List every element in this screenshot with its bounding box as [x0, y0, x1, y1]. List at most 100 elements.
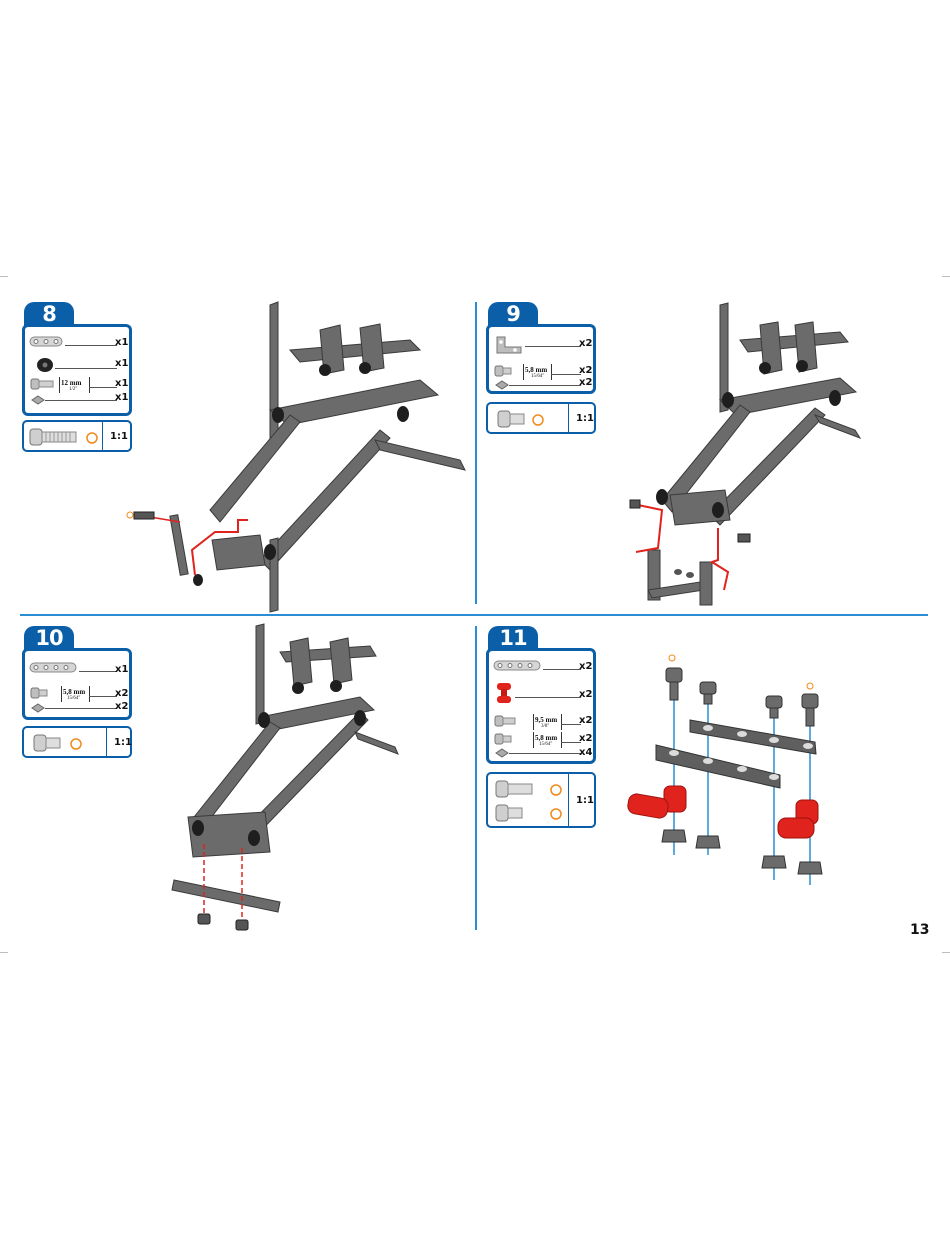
crop-mark: [0, 952, 8, 953]
screw-size: 12 mm: [61, 379, 81, 387]
scale-reference: 1:1: [22, 420, 132, 452]
leader-line: [515, 697, 581, 698]
callout-marker-icon: [550, 808, 562, 820]
screw-icon: [495, 365, 517, 377]
part-qty: x2: [579, 689, 592, 700]
callout-marker-icon: [86, 432, 98, 444]
leader-line: [551, 374, 581, 375]
scale-label: 1:1: [576, 795, 594, 806]
screw-size: 5,8 mm: [525, 366, 547, 374]
size-marker: [533, 714, 534, 730]
screw-size-imperial: 3/8": [541, 724, 549, 729]
part-qty: x2: [579, 715, 592, 726]
scale-separator: [106, 728, 107, 756]
callout-marker-icon: [70, 738, 82, 750]
crop-mark: [942, 276, 950, 277]
leader-line: [55, 368, 117, 369]
screw-scale-icon: [496, 780, 536, 798]
step-number: 10: [24, 626, 74, 650]
screw-size: 5,8 mm: [535, 734, 557, 742]
leader-line: [543, 669, 581, 670]
part-qty: x2: [579, 338, 592, 349]
leader-line: [509, 385, 581, 386]
size-marker: [89, 377, 90, 393]
size-marker: [561, 714, 562, 730]
scale-label: 1:1: [576, 413, 594, 424]
strip-long-icon: [29, 661, 79, 675]
part-qty: x1: [115, 664, 128, 675]
part-qty: x2: [115, 688, 128, 699]
size-marker: [89, 686, 90, 702]
size-marker: [533, 732, 534, 748]
scale-separator: [568, 404, 569, 432]
screw-scale-icon: [496, 804, 526, 822]
screw-size: 9,5 mm: [535, 716, 557, 724]
screw-icon: [495, 733, 517, 745]
part-qty: x2: [579, 661, 592, 672]
assembly-illustration-step-9: [600, 300, 870, 615]
scale-label: 1:1: [114, 737, 132, 748]
red-hinge-icon: [495, 681, 515, 705]
strip-short-icon: [29, 335, 65, 349]
leader-line: [89, 387, 117, 388]
parts-list: x1 5,8 mm 15/64" x2 x2: [22, 648, 132, 720]
nut-icon: [495, 748, 509, 758]
callout-marker-icon: [550, 784, 562, 796]
scale-reference: 1:1: [22, 726, 132, 758]
leader-line: [525, 346, 581, 347]
assembly-illustration-step-11: [620, 650, 850, 890]
column-divider-top: [475, 302, 477, 604]
leader-line: [65, 345, 117, 346]
assembly-illustration-step-10: [170, 622, 390, 940]
part-qty: x2: [115, 701, 128, 712]
scale-reference: 1:1: [486, 402, 596, 434]
nut-icon: [495, 380, 509, 390]
column-divider-bottom: [475, 626, 477, 930]
screw-size: 5,8 mm: [63, 688, 85, 696]
screw-icon: [31, 687, 53, 699]
part-qty: x4: [579, 747, 592, 758]
leader-line: [561, 724, 581, 725]
size-marker: [561, 732, 562, 748]
screw-scale-icon: [30, 428, 78, 446]
leader-line: [45, 400, 117, 401]
step-number: 9: [488, 302, 538, 326]
parts-list: x1 x1 12 mm 1/2" x1 x1: [22, 324, 132, 416]
angle-bracket-icon: [495, 335, 525, 355]
size-marker: [61, 686, 62, 702]
leader-line: [45, 708, 117, 709]
scale-separator: [568, 774, 569, 826]
strip-long-icon: [493, 659, 543, 673]
parts-list: x2 x2 9,5 mm 3/8" x2 5,8 mm 15/64" x2: [486, 648, 596, 764]
screw-scale-icon: [498, 410, 528, 428]
screw-size-imperial: 15/64": [531, 374, 544, 379]
screw-size-imperial: 15/64": [539, 742, 552, 747]
leader-line: [89, 696, 117, 697]
size-marker: [523, 364, 524, 380]
step-number: 11: [488, 626, 538, 650]
size-marker: [551, 364, 552, 380]
page-number: 13: [910, 922, 929, 938]
crop-mark: [942, 952, 950, 953]
part-qty: x2: [579, 365, 592, 376]
scale-separator: [102, 422, 103, 450]
screw-size-imperial: 15/64": [67, 696, 80, 701]
leader-line: [509, 753, 581, 754]
step-number: 8: [24, 302, 74, 326]
nut-icon: [31, 703, 45, 713]
nut-icon: [31, 395, 45, 405]
screw-scale-icon: [34, 734, 64, 752]
screw-size-imperial: 1/2": [69, 387, 77, 392]
screw-icon: [495, 715, 519, 727]
spacer-icon: [35, 357, 55, 373]
callout-marker-icon: [532, 414, 544, 426]
leader-line: [79, 671, 117, 672]
parts-list: x2 5,8 mm 15/64" x2 x2: [486, 324, 596, 394]
scale-reference: 1:1: [486, 772, 596, 828]
screw-icon: [31, 377, 55, 391]
size-marker: [59, 377, 60, 393]
leader-line: [561, 742, 581, 743]
crop-mark: [0, 276, 8, 277]
part-qty: x2: [579, 377, 592, 388]
assembly-illustration-step-8: [120, 300, 470, 610]
